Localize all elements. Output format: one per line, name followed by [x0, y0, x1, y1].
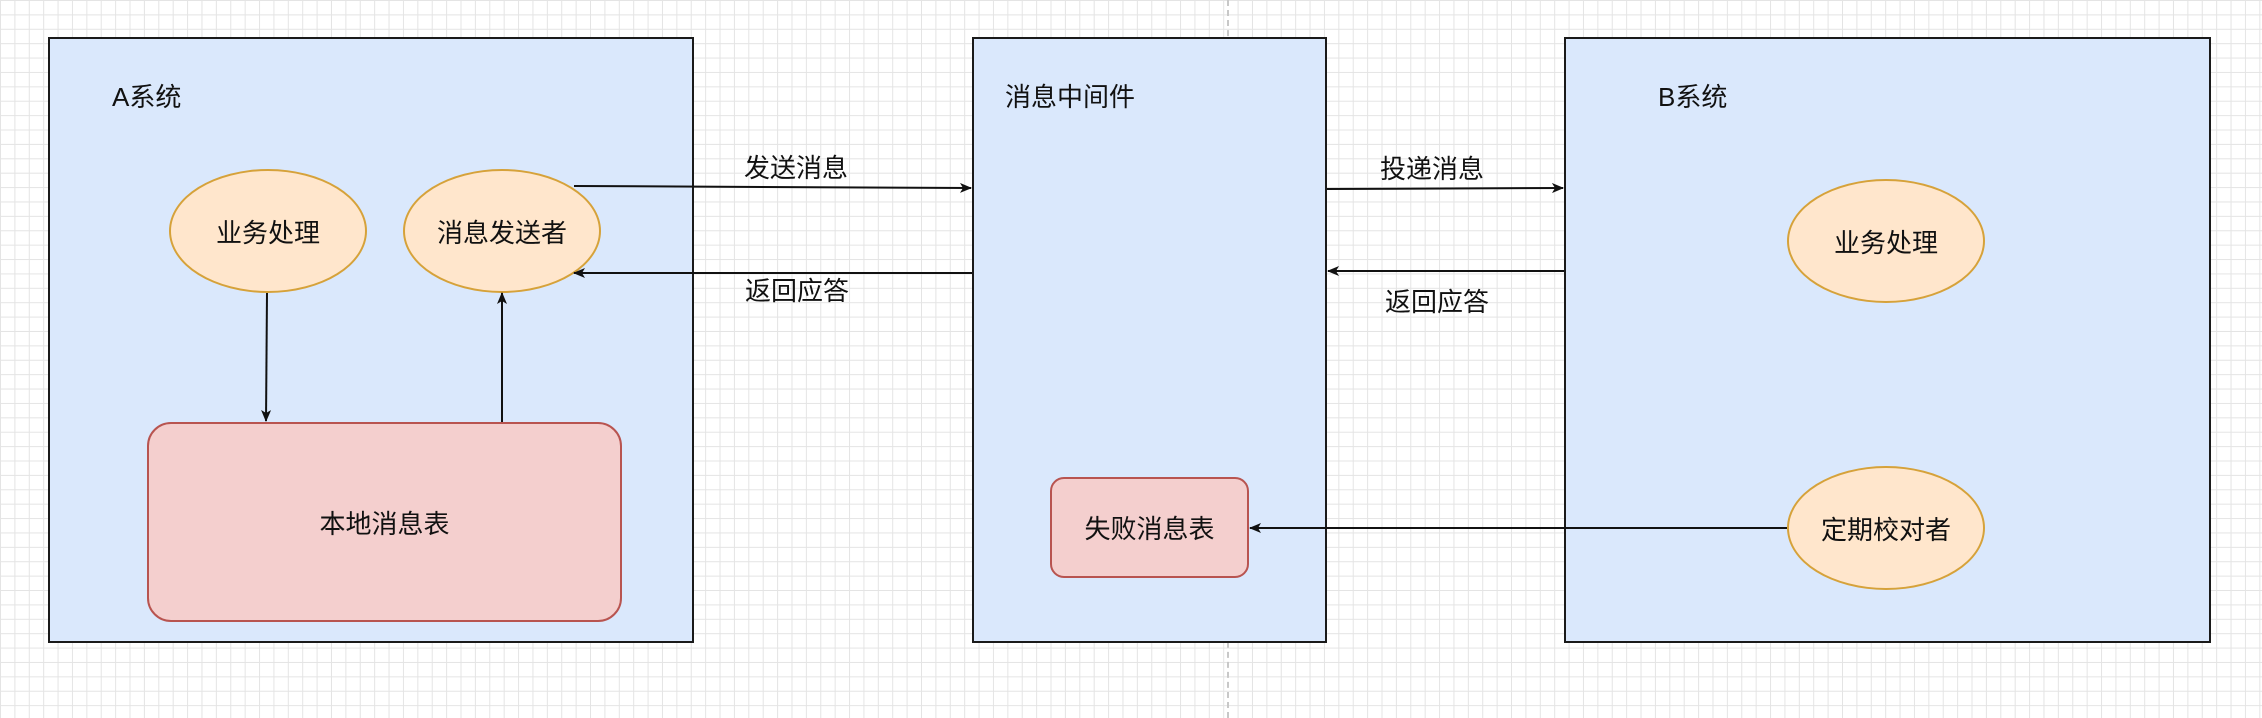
edge-deliver-message: [1326, 183, 1564, 194]
failed-message-table[interactable]: 失败消息表: [1050, 477, 1249, 578]
system-a-business-node-label: 业务处理: [215, 217, 320, 248]
system-a-title: A系统: [112, 82, 182, 112]
edge-label-send-message: 发送消息: [744, 153, 849, 183]
system-b-title: B系统: [1658, 82, 1728, 112]
middleware-title: 消息中间件: [1005, 82, 1136, 112]
system-b-business-node-label: 业务处理: [1833, 227, 1938, 258]
failed-message-table-label: 失败消息表: [1084, 514, 1215, 544]
edge-label-deliver-message: 投递消息: [1380, 154, 1485, 184]
message-sender-node-label: 消息发送者: [436, 217, 567, 248]
system-b-business-node[interactable]: 业务处理: [1787, 179, 1985, 303]
periodic-checker-node-label: 定期校对者: [1820, 514, 1951, 545]
local-message-table-label: 本地消息表: [319, 508, 450, 539]
edge-label-return-response-b: 返回应答: [1385, 287, 1490, 317]
message-sender-node[interactable]: 消息发送者: [403, 169, 601, 293]
periodic-checker-node[interactable]: 定期校对者: [1787, 466, 1985, 590]
system-a-business-node[interactable]: 业务处理: [169, 169, 367, 293]
local-message-table[interactable]: 本地消息表: [147, 422, 622, 622]
edge-label-return-response-a: 返回应答: [745, 276, 850, 306]
